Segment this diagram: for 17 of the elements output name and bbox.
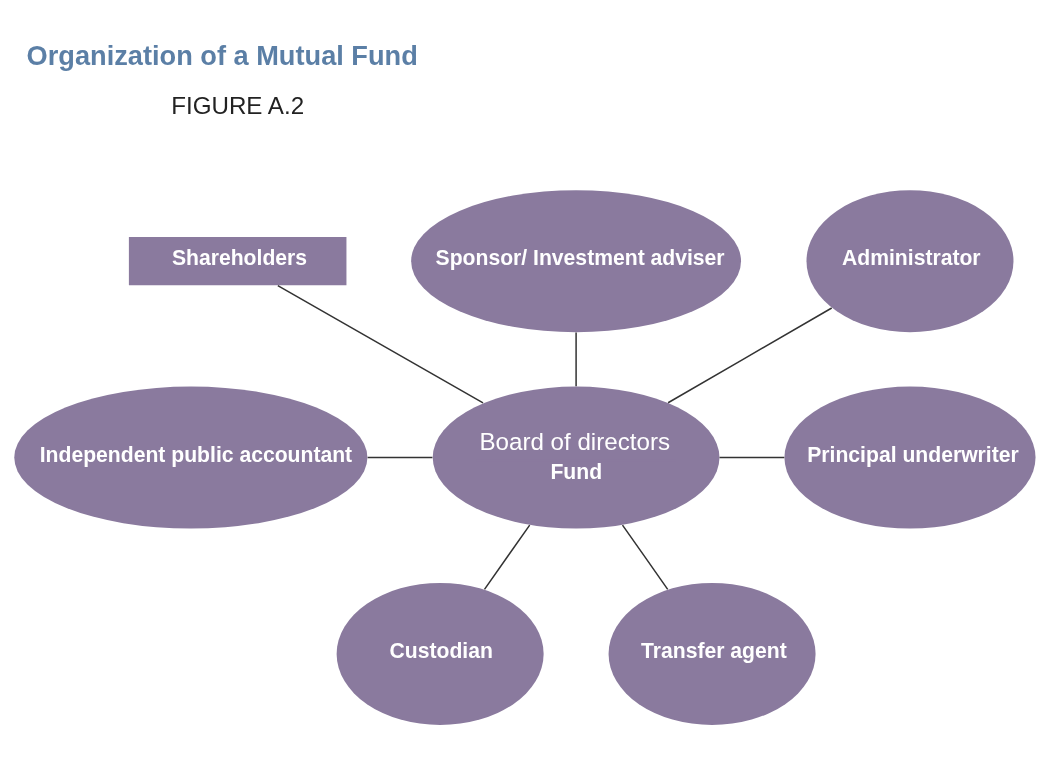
label: FIGURE A.2 — [171, 92, 305, 120]
node-ellipse: Independent public accountant — [14, 386, 368, 529]
diagram-title: Organization of a Mutual Fund — [26, 40, 418, 72]
connector — [575, 331, 577, 388]
node-ellipse: Sponsor/ Investment adviser — [411, 190, 742, 333]
node-ellipse: Administrator — [806, 190, 1014, 333]
node-ellipse: Principal underwriter — [784, 386, 1036, 529]
connector — [277, 284, 484, 404]
node-ellipse: Custodian — [336, 582, 544, 725]
node-ellipse: Transfer agent — [608, 582, 816, 725]
node-box: Shareholders — [128, 236, 347, 286]
connector — [366, 456, 434, 459]
connector — [483, 524, 531, 591]
connector — [718, 456, 786, 459]
connector — [621, 524, 669, 591]
node-ellipse: Board of directors Fund — [432, 386, 720, 529]
connector — [667, 307, 833, 404]
